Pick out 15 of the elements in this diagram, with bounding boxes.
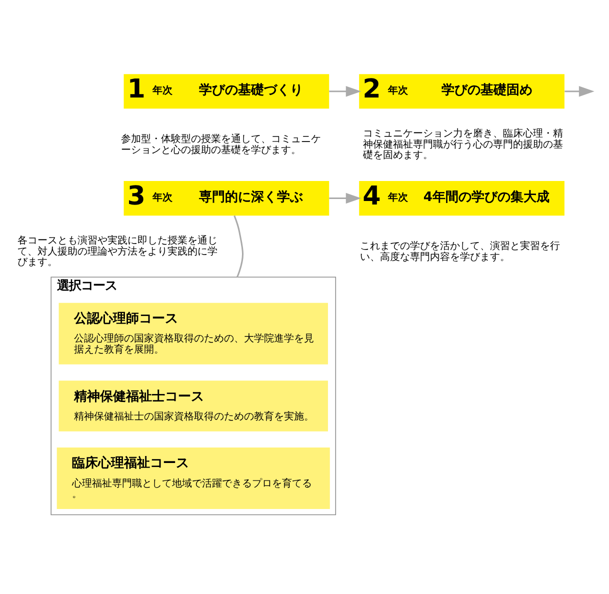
node-box: 1 年次 学びの基礎づくり (124, 74, 330, 108)
arrow (329, 85, 362, 96)
node-label: 各コースとも演習や実践に即した授業を通じて、対人援助の理論や方法をより実践的に学びます。 (18, 235, 218, 268)
node-label: 参加型・体験型の授業を通して、コミュニケーションと心の援助の基礎を学びます。 (121, 134, 322, 156)
node-box: 臨床心理福祉コース 心理福祉専門職として地域で活躍できるプロを育てる。 (56, 446, 330, 508)
node-box: 公認心理師コース 公認心理師の国家資格取得のための、大学院進学を見据えた教育を展開。 (58, 302, 328, 364)
arrow (564, 85, 594, 96)
node-label: これまでの学びを活かして、演習と実習を行い、高度な専門内容を学びます。 (360, 240, 560, 262)
node-box: 精神保健福祉士コース 精神保健福祉士の国家資格取得のための教育を実施。 (58, 380, 328, 431)
node-box: 4 年次 4年間の学びの集大成 (359, 180, 564, 216)
node-box: 2 年次 学びの基礎固め (359, 74, 564, 108)
node-label: コミュニケーション力を磨き、臨床心理・精神保健福祉専門職が行う心の専門的援助の基礎を固めます。 (362, 128, 563, 161)
arrow (329, 192, 362, 204)
connector (234, 214, 244, 277)
node-box: 3 年次 専門的に深く学ぶ (124, 180, 330, 216)
